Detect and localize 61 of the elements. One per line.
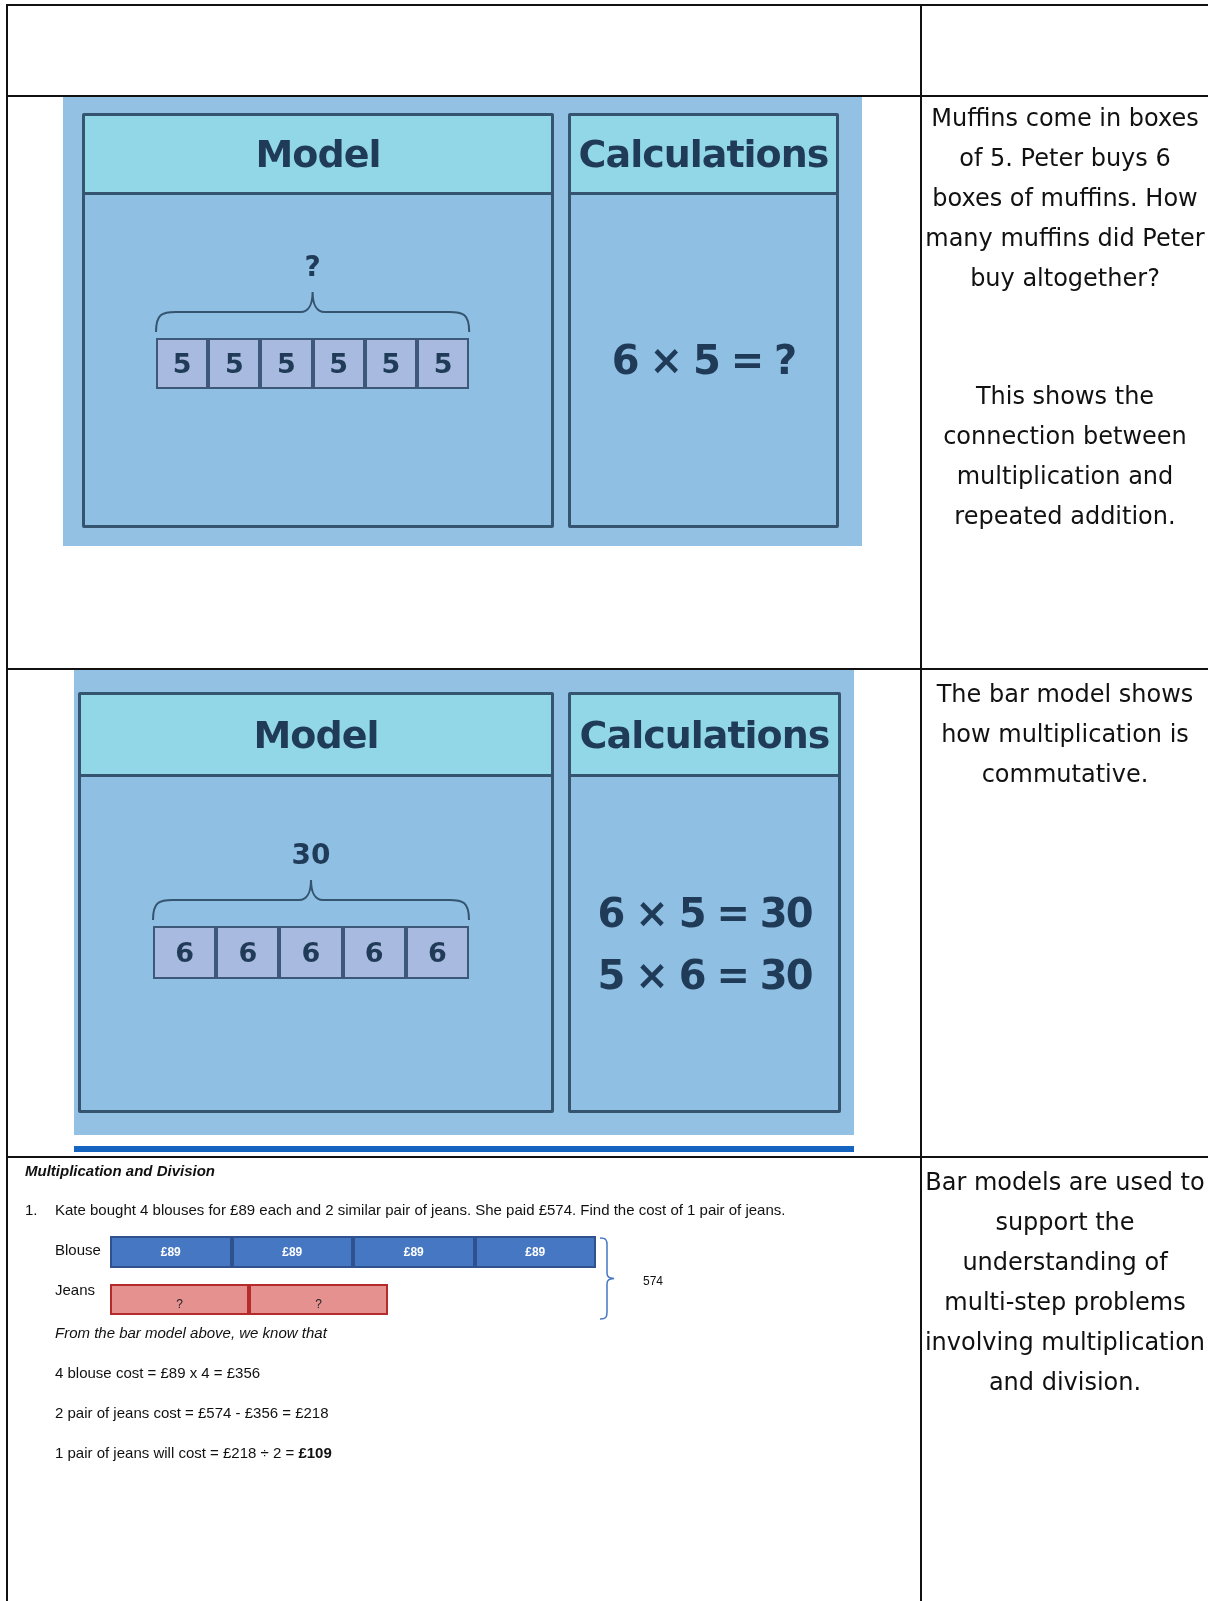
equation: 5 × 6 = 30: [597, 950, 812, 1000]
panel-heading: Calculations: [578, 132, 829, 176]
bar-segment: [279, 926, 343, 979]
bar-value: 6: [364, 937, 384, 968]
model-panel: [82, 113, 554, 528]
total-label: ?: [304, 250, 321, 283]
bar-segment: [405, 926, 469, 979]
calculation-text: 4 blouse cost = £89 x 4 = £356: [55, 1364, 261, 1381]
panel-heading: Calculations: [579, 712, 830, 757]
bar-label: Blouse: [55, 1241, 101, 1258]
bar-segment: [231, 1236, 353, 1268]
bar-segment: [208, 338, 261, 389]
bar-segment: [110, 1284, 249, 1315]
calculations-panel: [568, 113, 839, 528]
bar-segment: [249, 1284, 388, 1315]
bar-segment: [342, 926, 406, 979]
explanation-text: This shows the connection between multiplication and repeated addition.: [942, 381, 1188, 532]
bar-label: Jeans: [55, 1281, 96, 1298]
bar-value: 6: [175, 937, 194, 968]
bar-value: 5: [329, 348, 349, 379]
bar-value: 5: [277, 348, 296, 379]
explanation-text: The bar model shows how multiplication is commutative.: [935, 679, 1195, 790]
panel-heading: Model: [253, 712, 379, 757]
panel-heading: Model: [255, 132, 381, 176]
note-text: From the bar model above, we know that: [55, 1324, 327, 1341]
total-label: 30: [291, 838, 331, 871]
equation: 6 × 5 = 30: [597, 888, 812, 938]
question-text: Kate bought 4 blouses for £89 each and 2 similar pair of jeans. She paid £574. Find the cost of 1 pair of jeans.: [55, 1201, 786, 1218]
bar-segment: [364, 338, 417, 389]
bar-value: 6: [238, 937, 258, 968]
bar-segment: [417, 338, 470, 389]
bar-segment: [216, 926, 280, 979]
bar-value: 5: [381, 348, 401, 379]
bar-value: 6: [428, 937, 447, 968]
bar-segment: [153, 926, 217, 979]
bar-value: £89: [403, 1245, 424, 1259]
bar-value: ?: [176, 1296, 183, 1311]
bar-value: 5: [172, 348, 192, 379]
total-label: 574: [643, 1274, 664, 1288]
bar-value: 5: [224, 348, 244, 379]
calculation-text: 2 pair of jeans cost = £574 - £356 = £218: [55, 1404, 329, 1421]
section-heading: Multiplication and Division: [25, 1162, 215, 1179]
bar-segment: [110, 1236, 232, 1268]
equation: 6 × 5 = ?: [611, 336, 796, 385]
model-panel: [78, 692, 554, 1113]
bar-segment: [156, 338, 209, 389]
calculations-panel: [568, 692, 841, 1113]
calculation-text: 1 pair of jeans will cost = £218 ÷ 2 = £109: [55, 1444, 332, 1461]
bar-segment: [312, 338, 365, 389]
bar-value: £89: [160, 1245, 181, 1259]
bar-segment: [474, 1236, 596, 1268]
bar-value: £89: [525, 1245, 546, 1259]
bar-segment: [353, 1236, 475, 1268]
question-text: Muffins come in boxes of 5. Peter buys 6 boxes of muffins. How many muffins did Peter buy altogether?: [924, 103, 1206, 294]
bar-value: £89: [282, 1245, 303, 1259]
list-number: 1.: [25, 1201, 38, 1218]
bar-value: 5: [433, 348, 453, 379]
bar-value: ?: [315, 1296, 322, 1311]
explanation-text: Bar models are used to support the understanding of multi-step problems involving multiplication and division.: [924, 1167, 1206, 1398]
bar-segment: [260, 338, 313, 389]
bar-value: 6: [301, 937, 321, 968]
